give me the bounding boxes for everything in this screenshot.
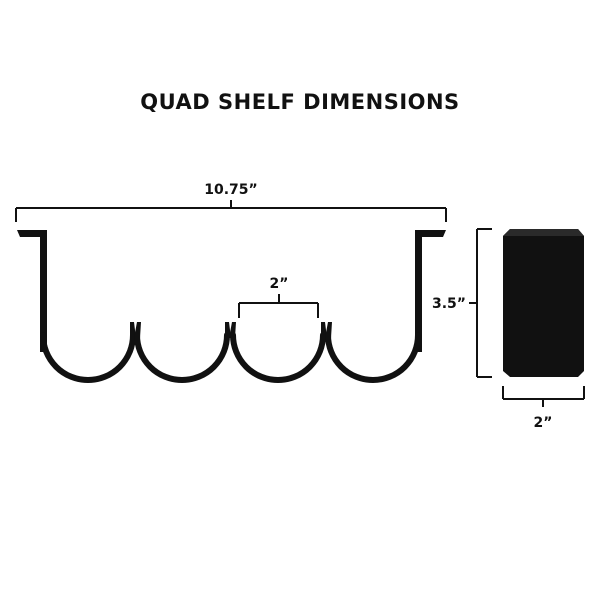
cup-width-dimension — [238, 294, 319, 318]
cup-width-label: 2” — [270, 276, 289, 292]
page-title: QUAD SHELF DIMENSIONS — [140, 90, 460, 114]
shelf-side-profile — [503, 229, 584, 377]
overall-width-dimension — [15, 200, 447, 222]
depth-label: 2” — [534, 415, 553, 431]
shelf-front-profile — [17, 230, 446, 383]
height-label: 3.5” — [432, 296, 466, 312]
depth-dimension — [502, 386, 585, 407]
overall-width-label: 10.75” — [204, 182, 257, 198]
height-dimension — [469, 228, 492, 378]
